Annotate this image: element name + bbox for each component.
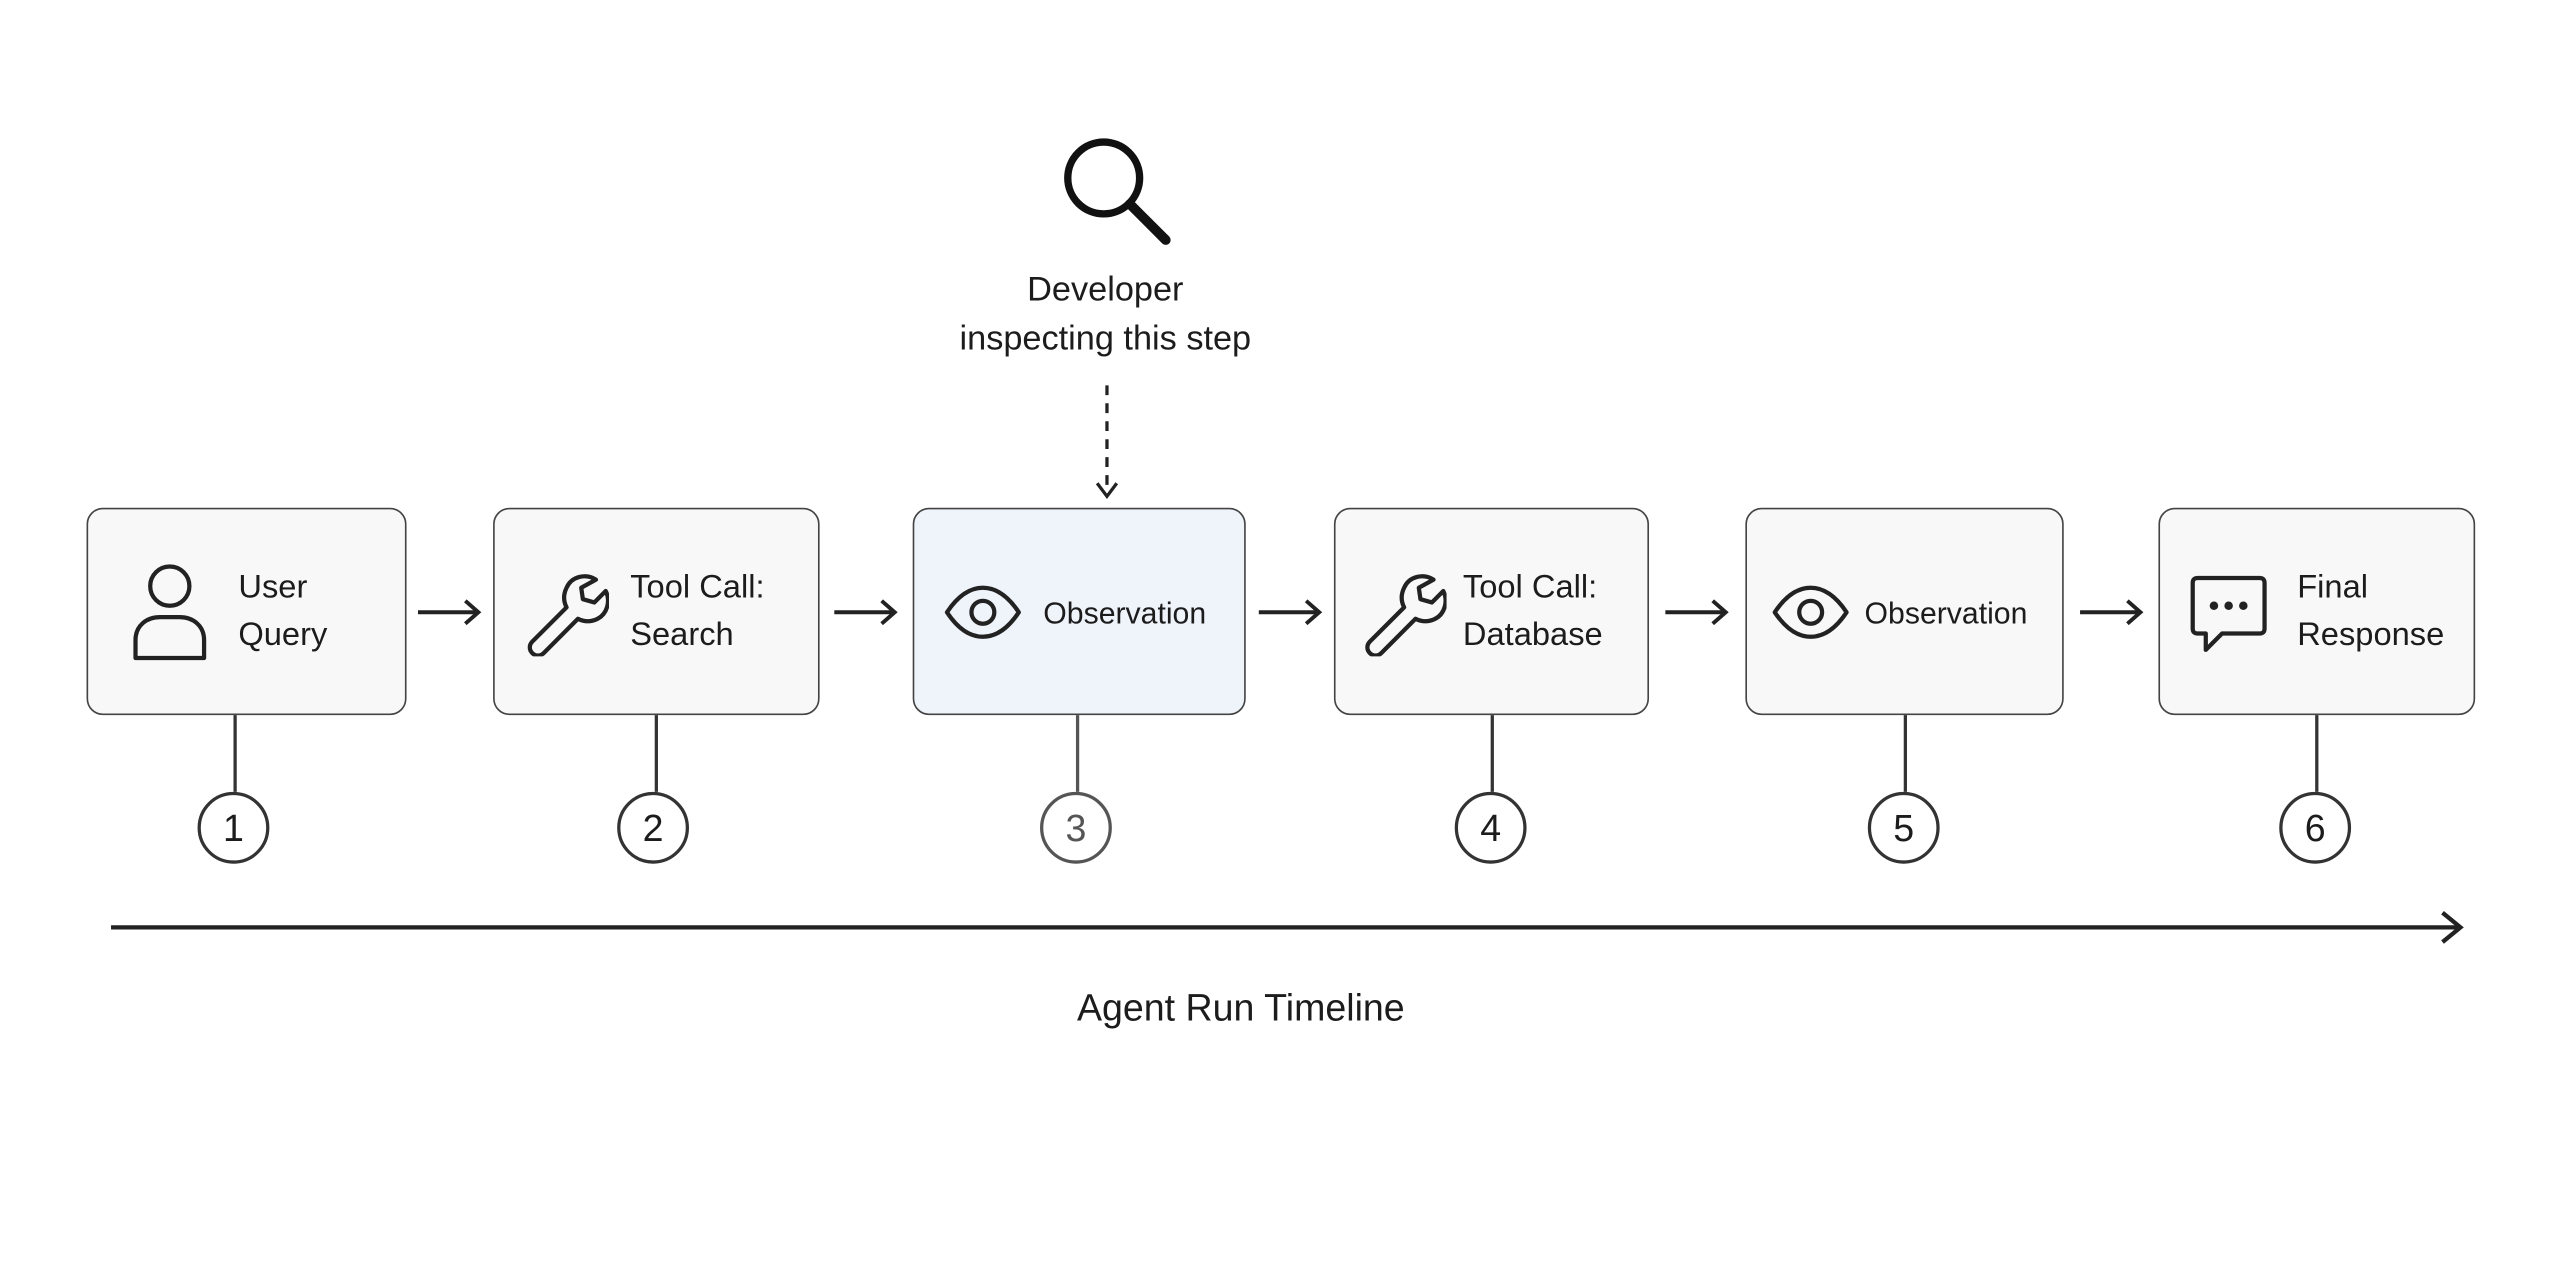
step-label: Observation — [1865, 589, 2028, 636]
step-box-tool-call-search[interactable]: Tool Call: Search — [493, 507, 820, 716]
step-label-line1: Tool Call: — [630, 569, 765, 606]
inspector-caption-line2: inspecting this step — [959, 320, 1252, 358]
timeline-label: Agent Run Timeline — [1076, 986, 1405, 1029]
step-number-badge: 3 — [1040, 791, 1112, 864]
step-connector-stem — [1903, 715, 1907, 792]
step-label: Final Response — [2297, 565, 2444, 660]
step-box-tool-call-database[interactable]: Tool Call: Database — [1333, 507, 1650, 716]
step-label-line1: User — [238, 569, 308, 606]
step-number-badge: 2 — [617, 791, 689, 864]
step-label: Tool Call: Search — [630, 565, 764, 660]
step-label-line1: Observation — [1864, 595, 2028, 631]
step-label-line2: Search — [630, 617, 734, 654]
inspector-caption-line1: Developer — [1027, 271, 1184, 309]
wrench-icon — [1362, 568, 1447, 657]
step-box-observation-inspected[interactable]: Observation — [912, 507, 1246, 716]
inspector-dashed-arrow — [1095, 385, 1119, 500]
step-connector-stem — [654, 715, 658, 792]
eye-icon — [1771, 585, 1849, 641]
step-number-badge: 6 — [2279, 791, 2352, 864]
arrow-right-icon — [2080, 599, 2144, 626]
step-box-observation[interactable]: Observation — [1745, 507, 2064, 716]
step-connector-stem — [1490, 715, 1494, 792]
step-number-badge: 5 — [1867, 791, 1940, 864]
wrench-icon — [524, 568, 609, 657]
step-label: Observation — [1043, 589, 1206, 636]
timeline-arrow — [111, 911, 2464, 944]
arrow-right-icon — [834, 599, 898, 626]
step-label-line1: Tool Call: — [1462, 569, 1598, 606]
step-label-line2: Query — [238, 617, 328, 654]
step-label: Tool Call: Database — [1463, 565, 1603, 660]
step-label-line2: Database — [1462, 617, 1603, 654]
step-number-badge: 4 — [1454, 791, 1527, 864]
eye-icon — [944, 585, 1022, 641]
arrow-right-icon — [1258, 599, 1323, 626]
magnifier-icon — [1055, 134, 1173, 256]
step-connector-stem — [1075, 715, 1080, 792]
step-box-user-query[interactable]: User Query — [86, 507, 407, 716]
chat-bubble-icon — [2189, 575, 2267, 657]
step-connector-stem — [233, 715, 237, 792]
step-connector-stem — [2315, 715, 2319, 792]
step-label-line2: Response — [2297, 617, 2445, 654]
arrow-right-icon — [417, 599, 482, 626]
user-icon — [131, 563, 209, 661]
inspector-caption: Developer inspecting this step — [909, 266, 1301, 364]
step-label-line1: Observation — [1043, 595, 1207, 631]
step-label: User Query — [238, 565, 327, 660]
step-box-final-response[interactable]: Final Response — [2158, 507, 2476, 716]
step-number-badge: 1 — [197, 791, 270, 864]
step-label-line1: Final — [2297, 569, 2369, 606]
arrow-right-icon — [1665, 599, 1729, 626]
